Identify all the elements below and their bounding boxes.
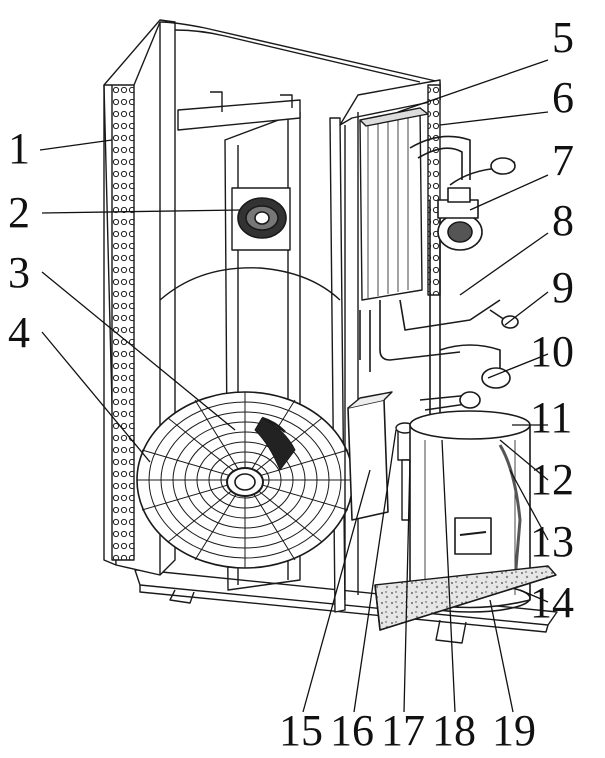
label-16: 16 — [330, 706, 374, 753]
label-17: 17 — [381, 706, 425, 753]
label-2: 2 — [8, 188, 30, 237]
label-14: 14 — [530, 578, 574, 627]
label-11: 11 — [530, 393, 572, 442]
circulation-pump — [437, 187, 483, 251]
heat-exchanger-coil — [111, 84, 135, 561]
leader-lines — [39, 59, 549, 713]
label-15: 15 — [279, 706, 323, 753]
callout-labels: 1 2 3 4 5 6 7 8 9 10 11 12 13 14 15 16 1… — [8, 13, 574, 755]
divider-panel — [329, 117, 346, 613]
label-9: 9 — [552, 263, 574, 312]
label-12: 12 — [530, 455, 574, 504]
label-5: 5 — [552, 13, 574, 62]
label-19: 19 — [492, 706, 536, 753]
label-7: 7 — [552, 136, 574, 185]
label-13: 13 — [530, 517, 574, 566]
label-6: 6 — [552, 73, 574, 122]
label-8: 8 — [552, 196, 574, 245]
label-3: 3 — [8, 248, 30, 297]
label-18: 18 — [432, 706, 476, 753]
electrical-box — [347, 391, 393, 521]
label-10: 10 — [530, 327, 574, 376]
unit-drawing — [39, 19, 558, 713]
label-4: 4 — [8, 308, 30, 357]
fan-motor — [237, 197, 287, 239]
fan-guard — [136, 391, 354, 569]
plate-heat-exchanger — [359, 107, 429, 301]
label-1: 1 — [8, 124, 30, 173]
back-panel — [159, 21, 441, 100]
